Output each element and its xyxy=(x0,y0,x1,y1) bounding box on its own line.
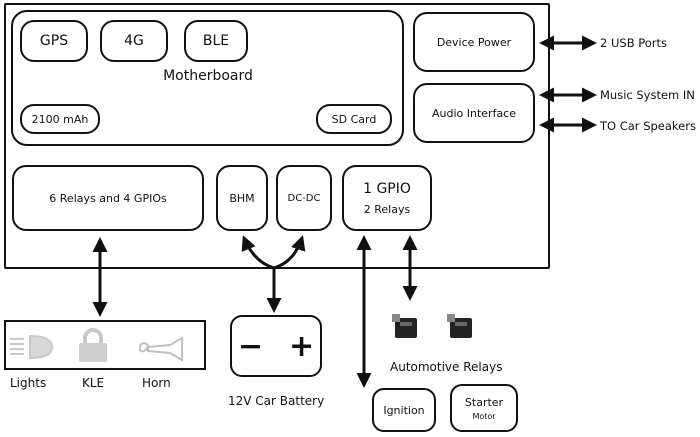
headlight-icon xyxy=(10,334,54,360)
gps-module: GPS xyxy=(20,20,88,62)
bhm-box: BHM xyxy=(216,165,268,231)
ignition-box: Ignition xyxy=(372,388,436,432)
car-speakers-label: TO Car Speakers xyxy=(600,119,696,133)
relays-label: 2 Relays xyxy=(363,202,411,216)
dcdc-label: DC-DC xyxy=(287,192,321,204)
starter-label: Starter xyxy=(464,395,504,409)
peripherals-panel xyxy=(4,320,206,370)
relays-gpios-box: 6 Relays and 4 GPIOs xyxy=(12,165,204,231)
gpio-label: 1 GPIO xyxy=(363,180,411,197)
car-battery-box: − + xyxy=(230,315,322,377)
motor-label: Motor xyxy=(472,411,496,421)
motherboard-title: Motherboard xyxy=(163,68,253,84)
gpio-relay-box: 1 GPIO 2 Relays xyxy=(342,165,432,231)
ble-module: BLE xyxy=(184,20,248,62)
audio-interface-label: Audio Interface xyxy=(431,106,516,120)
automotive-relays-label: Automotive Relays xyxy=(390,360,503,374)
music-in-label: Music System IN xyxy=(600,88,695,102)
gps-label: GPS xyxy=(39,33,69,49)
relay-icon xyxy=(447,314,472,338)
relay-icon xyxy=(392,314,417,338)
lock-icon xyxy=(79,328,107,362)
device-power-box: Device Power xyxy=(413,12,535,72)
lights-label: Lights xyxy=(10,376,47,390)
horn-label: Horn xyxy=(142,376,171,390)
battery-minus: − xyxy=(237,328,263,364)
ble-label: BLE xyxy=(202,33,230,49)
sd-card-box: SD Card xyxy=(316,104,392,134)
battery-plus: + xyxy=(289,328,315,364)
dcdc-box: DC-DC xyxy=(276,165,332,231)
4g-label: 4G xyxy=(124,33,144,49)
device-power-label: Device Power xyxy=(436,35,512,49)
battery-capacity-label: 2100 mAh xyxy=(31,112,89,126)
audio-interface-box: Audio Interface xyxy=(413,83,535,143)
sd-card-label: SD Card xyxy=(331,112,377,126)
kle-label: KLE xyxy=(82,376,105,390)
battery-capacity-box: 2100 mAh xyxy=(20,104,100,134)
relays-gpios-label: 6 Relays and 4 GPIOs xyxy=(49,191,167,205)
starter-box: Starter Motor xyxy=(450,384,518,432)
ignition-label: Ignition xyxy=(383,403,425,417)
usb-ports-label: 2 USB Ports xyxy=(600,36,668,50)
car-battery-label: 12V Car Battery xyxy=(228,394,325,408)
bhm-dcdc-arrow xyxy=(241,235,306,270)
4g-module: 4G xyxy=(100,20,168,62)
horn-icon xyxy=(139,336,183,362)
bhm-label: BHM xyxy=(229,191,255,205)
